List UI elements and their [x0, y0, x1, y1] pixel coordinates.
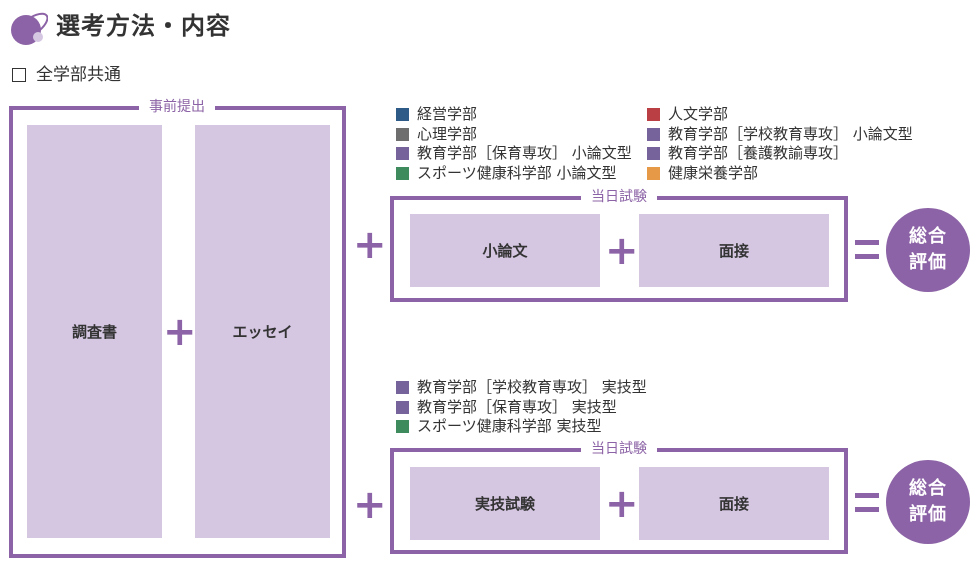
legend-item: 教育学部［学校教育専攻］ 小論文型 — [647, 125, 913, 145]
legend-swatch — [396, 400, 409, 414]
logo-icon — [8, 8, 49, 46]
legend-swatch — [647, 166, 660, 180]
equals-icon — [855, 493, 879, 512]
plus-icon: + — [605, 228, 639, 274]
legend-swatch — [396, 166, 409, 180]
legend-item: スポーツ健康科学部 実技型 — [396, 417, 647, 437]
legend-item: 教育学部［養護教諭専攻］ — [647, 144, 913, 164]
checkbox-icon — [12, 68, 26, 82]
legend-item: 教育学部［保育専攻］ 小論文型 — [396, 144, 632, 164]
page-title: 選考方法・内容 — [56, 12, 231, 40]
interview-box: 面接 — [639, 214, 829, 287]
prior-submission-label: 事前提出 — [139, 98, 215, 116]
common-label: 全学部共通 — [36, 65, 121, 85]
legend-swatch — [396, 108, 409, 122]
overall-evaluation-circle: 総合評価 — [886, 208, 970, 292]
transcript-box: 調査書 — [27, 125, 162, 538]
plus-icon: + — [353, 482, 387, 528]
lower-exam-label: 当日試験 — [581, 440, 657, 458]
legend-swatch — [396, 381, 409, 395]
upper-legend-right: 人文学部 教育学部［学校教育専攻］ 小論文型 教育学部［養護教諭専攻］ 健康栄養… — [647, 105, 913, 183]
legend-swatch — [396, 147, 409, 161]
legend-item: 教育学部［学校教育専攻］ 実技型 — [396, 378, 647, 398]
common-note: 全学部共通 — [12, 64, 121, 86]
upper-exam-label: 当日試験 — [581, 188, 657, 206]
plus-icon: + — [353, 222, 387, 268]
lower-legend: 教育学部［学校教育専攻］ 実技型 教育学部［保育専攻］ 実技型 スポーツ健康科学… — [396, 378, 647, 437]
interview-box: 面接 — [639, 467, 829, 540]
essay-exam-box: 小論文 — [410, 214, 600, 287]
legend-swatch — [396, 127, 409, 141]
legend-swatch — [396, 420, 409, 434]
practical-exam-box: 実技試験 — [410, 467, 600, 540]
equals-icon — [855, 240, 879, 259]
upper-legend-left: 経営学部 心理学部 教育学部［保育専攻］ 小論文型 スポーツ健康科学部 小論文型 — [396, 105, 632, 183]
legend-swatch — [647, 127, 660, 141]
essay-box: エッセイ — [195, 125, 330, 538]
legend-item: 経営学部 — [396, 105, 632, 125]
legend-item: 教育学部［保育専攻］ 実技型 — [396, 398, 647, 418]
plus-icon: + — [163, 309, 197, 355]
legend-item: 人文学部 — [647, 105, 913, 125]
legend-swatch — [647, 108, 660, 122]
legend-item: 心理学部 — [396, 125, 632, 145]
legend-swatch — [647, 147, 660, 161]
legend-item: 健康栄養学部 — [647, 164, 913, 184]
plus-icon: + — [605, 481, 639, 527]
overall-evaluation-circle: 総合評価 — [886, 460, 970, 544]
legend-item: スポーツ健康科学部 小論文型 — [396, 164, 632, 184]
